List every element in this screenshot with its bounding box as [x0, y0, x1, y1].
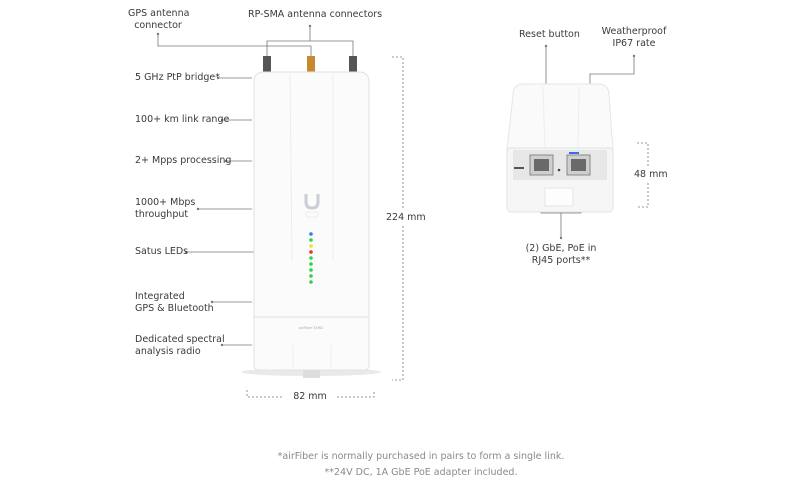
bottom-device: [506, 83, 614, 213]
antenna-connector: [349, 56, 357, 73]
depth-dimension: 48 mm: [634, 169, 668, 180]
height-dimension: 224 mm: [386, 212, 426, 223]
footnote-poe: **24V DC, 1A GbE PoE adapter included.: [324, 467, 518, 478]
leds-label: Satus LEDs: [135, 246, 189, 257]
reset-button: [557, 168, 561, 172]
rp-sma-label: RP-SMA antenna connectors: [248, 9, 383, 20]
footnote-pairs: *airFiber is normally purchased in pairs…: [277, 451, 565, 462]
weather-leader: [589, 56, 635, 90]
status-led: [309, 238, 313, 242]
front-device: airFiber 5XHD: [241, 56, 381, 378]
status-led: [309, 232, 313, 236]
width-dimension: 82 mm: [293, 391, 327, 402]
reset-label: Reset button: [519, 29, 580, 40]
svg-text:airFiber 5XHD: airFiber 5XHD: [299, 326, 323, 330]
processing-label: 2+ Mpps processing: [135, 155, 232, 166]
status-leds: [309, 232, 313, 284]
gps-antenna-connector: [307, 56, 315, 73]
status-led: [309, 244, 313, 248]
status-led: [309, 274, 313, 278]
bridge-label: 5 GHz PtP bridge*: [135, 72, 221, 83]
status-led: [309, 262, 313, 266]
status-led: [309, 268, 313, 272]
antenna-connector: [263, 56, 271, 73]
range-label: 100+ km link range: [135, 114, 230, 125]
rpsma-bracket: [266, 40, 354, 56]
status-led: [309, 256, 313, 260]
gps-leader-line: [157, 34, 312, 56]
ubiquiti-logo-icon: [304, 194, 320, 210]
status-led: [309, 250, 313, 254]
status-led: [309, 280, 313, 284]
